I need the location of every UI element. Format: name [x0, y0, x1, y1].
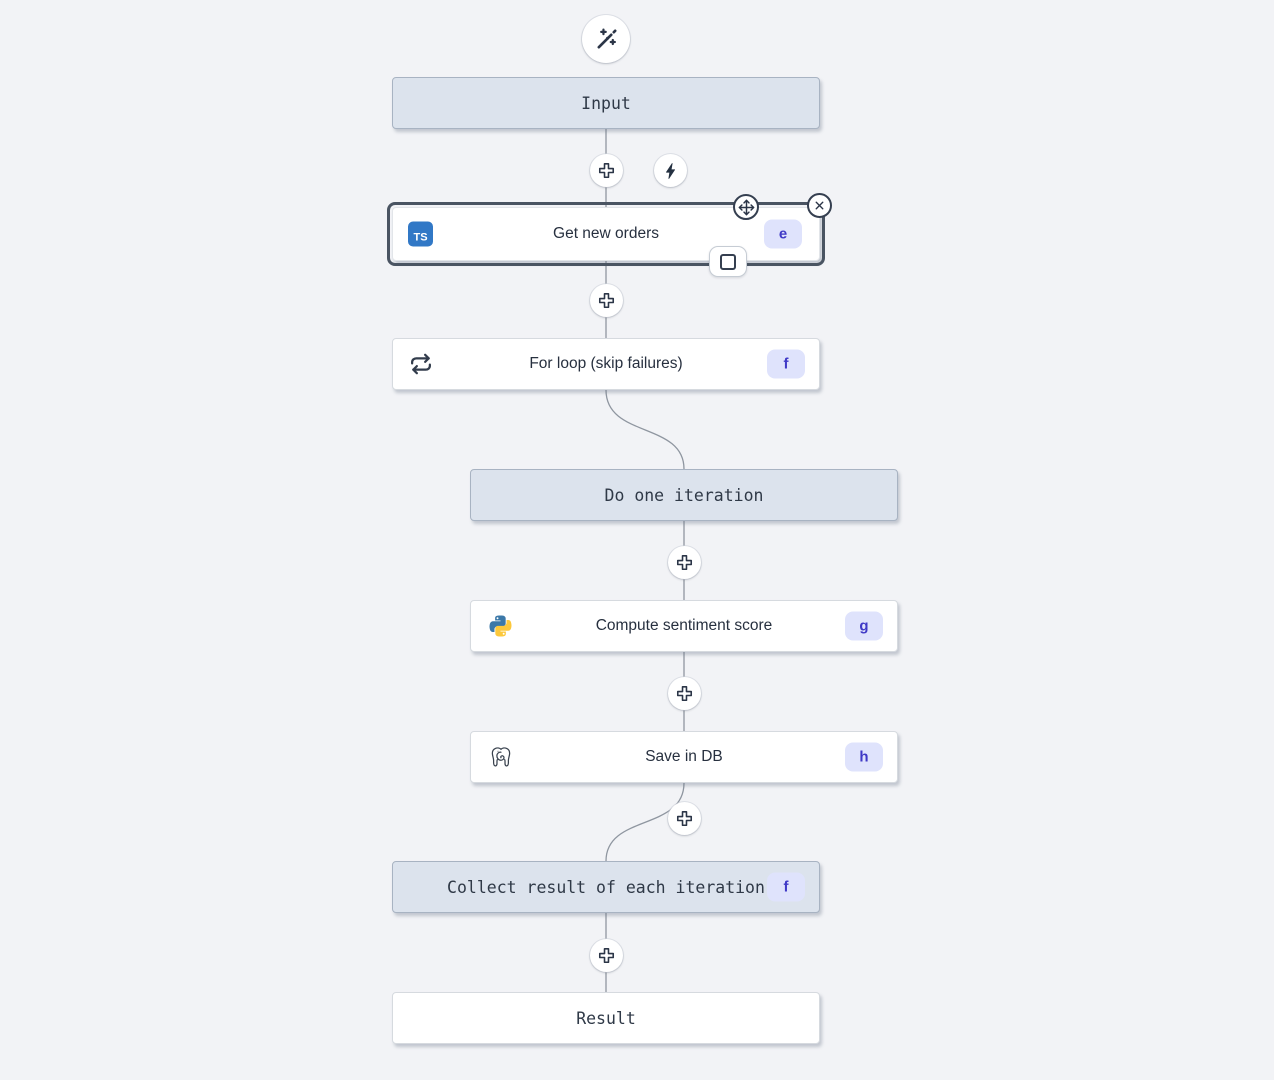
node-input[interactable]: Input	[392, 77, 820, 129]
step-id-badge: h	[845, 742, 883, 772]
add-step-button[interactable]	[668, 546, 701, 579]
node-get-new-orders[interactable]: TS Get new orders e	[387, 193, 832, 277]
node-collect-result[interactable]: Collect result of each iteration f	[392, 861, 820, 913]
ai-wand-button[interactable]	[582, 15, 630, 63]
step-id-badge: e	[764, 219, 802, 249]
close-button[interactable]	[807, 193, 832, 218]
node-label: Get new orders	[553, 225, 659, 242]
add-step-button[interactable]	[668, 802, 701, 835]
typescript-icon-label: TS	[413, 231, 428, 244]
node-label: Save in DB	[645, 748, 723, 765]
edge-for-loop-to-do-one-iteration	[605, 389, 685, 470]
typescript-icon: TS	[408, 221, 433, 247]
step-id-badge: f	[767, 349, 805, 379]
node-result[interactable]: Result	[392, 992, 820, 1044]
step-id-badge: f	[767, 872, 805, 902]
plus-icon	[598, 162, 615, 179]
plus-icon	[676, 810, 693, 827]
close-icon	[815, 201, 824, 210]
add-step-button[interactable]	[590, 284, 623, 317]
move-handle-button[interactable]	[733, 194, 759, 220]
add-step-button[interactable]	[668, 677, 701, 710]
move-icon	[738, 199, 754, 215]
plus-icon	[676, 685, 693, 702]
python-icon	[489, 615, 512, 638]
node-label: Collect result of each iteration	[447, 877, 765, 897]
wand-sparkles-icon	[597, 27, 617, 49]
node-label: For loop (skip failures)	[529, 355, 683, 372]
plus-icon	[676, 554, 693, 571]
repeat-icon	[408, 352, 434, 376]
node-label: Result	[576, 1008, 636, 1028]
add-step-button[interactable]	[590, 154, 623, 187]
select-box-button[interactable]	[709, 246, 747, 277]
node-label: Compute sentiment score	[595, 617, 773, 634]
postgresql-icon	[489, 746, 513, 769]
plus-icon	[598, 947, 615, 964]
zap-icon	[665, 162, 675, 179]
step-id-badge: g	[845, 611, 883, 641]
node-compute-sentiment-score[interactable]: Compute sentiment score g	[470, 600, 898, 652]
node-do-one-iteration[interactable]: Do one iteration	[470, 469, 898, 521]
node-label: Do one iteration	[604, 485, 764, 505]
add-step-button[interactable]	[590, 939, 623, 972]
square-icon	[720, 253, 736, 270]
zap-button[interactable]	[654, 154, 687, 187]
node-save-in-db[interactable]: Save in DB h	[470, 731, 898, 783]
node-label: Input	[581, 93, 631, 113]
plus-icon	[598, 292, 615, 309]
node-for-loop[interactable]: For loop (skip failures) f	[392, 338, 820, 390]
